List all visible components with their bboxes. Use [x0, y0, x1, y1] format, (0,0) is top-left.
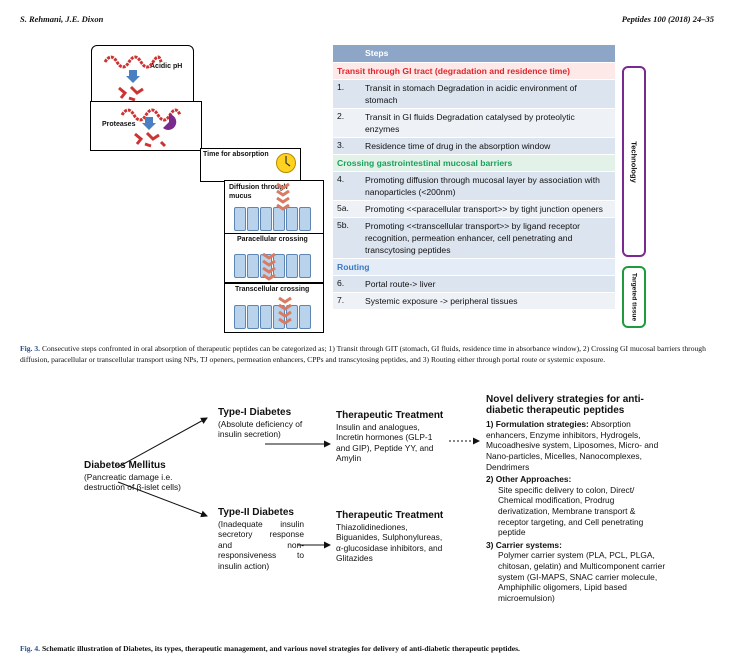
table-row: 2. Transit in GI fluids Degradation catal…: [333, 109, 615, 138]
paracellular-arrow-icon: [262, 252, 276, 281]
step-text: Transit in GI fluids Degradation catalys…: [365, 112, 575, 134]
peptide-chain-icon: [103, 55, 163, 69]
section1-rows: 1. Transit in stomach Degradation in acid…: [333, 80, 615, 155]
fig3-caption-text: Consecutive steps confronted in oral abs…: [20, 344, 706, 364]
epithelial-cells: [234, 207, 311, 231]
strategy-2-head: 2) Other Approaches:: [486, 474, 572, 485]
step-text: Residence time of drug in the absorption…: [365, 141, 551, 151]
section2-rows: 4. Promoting diffusion through mucosal la…: [333, 172, 615, 259]
strategy-2: 2) Other Approaches: Site specific deliv…: [486, 474, 666, 538]
table-row: 7. Systemic exposure -> peripheral tissue…: [333, 293, 615, 310]
type1-title: Type-I Diabetes: [218, 407, 292, 418]
strategy-2-body: Site specific delivery to colon, Direct/…: [498, 484, 644, 538]
strategy-1-body: Absorption enhancers, Enzyme inhibitors,…: [486, 419, 659, 472]
strategy-1: 1) Formulation strategies: Absorption en…: [486, 419, 666, 472]
step-text: Transit in stomach Degradation in acidic…: [365, 83, 577, 105]
step-text: Promoting diffusion through mucosal laye…: [365, 175, 600, 197]
step-number: 2.: [337, 111, 345, 121]
step-number: 3.: [337, 140, 345, 150]
novel-strategies-block: Novel delivery strategies for anti-diabe…: [486, 394, 666, 604]
diffusion-arrow-icon: [276, 182, 290, 211]
table-row: 3. Residence time of drug in the absorpti…: [333, 138, 615, 155]
time-label: Time for absorption: [203, 151, 269, 158]
peptide-chain-icon: [120, 108, 182, 122]
table-row: 5b. Promoting <<transcellular transport>>…: [333, 218, 615, 259]
clock-icon: [276, 153, 296, 173]
section-mucosal-barriers: Crossing gastrointestinal mucosal barrie…: [333, 155, 615, 172]
table-header: Steps: [333, 45, 615, 63]
fig3-caption-label: Fig. 3.: [20, 344, 41, 353]
dm-title: Diabetes Mellitus: [84, 460, 166, 471]
proteases-label: Proteases: [102, 121, 136, 128]
treatment1-block: Therapeutic Treatment Insulin and analog…: [336, 410, 448, 464]
transcellular-label: Transcellular crossing: [235, 286, 310, 293]
table-row: 5a. Promoting <<paracellular transport>> …: [333, 201, 615, 218]
novel-title: Novel delivery strategies for anti-diabe…: [486, 394, 644, 416]
treatment1-desc: Insulin and analogues, Incretin hormones…: [336, 421, 434, 464]
diabetes-mellitus-block: Diabetes Mellitus (Pancreatic damage i.e…: [84, 460, 194, 493]
fig4-caption-text: Schematic illustration of Diabetes, its …: [41, 644, 520, 653]
enzyme-icon: [163, 114, 177, 130]
step-number: 5a.: [337, 203, 349, 213]
section-routing: Routing: [333, 259, 615, 276]
type1-block: Type-I Diabetes (Absolute deficiency of …: [218, 407, 318, 440]
fig4-caption-label: Fig. 4.: [20, 644, 41, 653]
type1-desc: (Absolute deficiency of insulin secretio…: [218, 418, 303, 440]
strategy-3-body: Polymer carrier system (PLA, PCL, PLGA, …: [498, 550, 666, 603]
treatment2-block: Therapeutic Treatment Thiazolidinediones…: [336, 510, 448, 564]
step-number: 6.: [337, 278, 345, 288]
technology-tag: Technology: [622, 66, 646, 257]
strategy-3: 3) Carrier systems: Polymer carrier syst…: [486, 540, 666, 604]
fig3-caption: Fig. 3. Consecutive steps confronted in …: [20, 343, 720, 365]
epithelial-cells: [234, 305, 311, 329]
type2-block: Type-II Diabetes (Inadequate insulin sec…: [218, 507, 304, 572]
table-row: 4. Promoting diffusion through mucosal la…: [333, 172, 615, 201]
step-text: Portal route-> liver: [365, 279, 436, 289]
type2-title: Type-II Diabetes: [218, 507, 294, 518]
arrow-down-icon: [142, 117, 156, 130]
strategy-3-head: 3) Carrier systems:: [486, 539, 562, 550]
fig4-caption: Fig. 4. Schematic illustration of Diabet…: [20, 643, 720, 654]
table-row: 1. Transit in stomach Degradation in acid…: [333, 80, 615, 109]
diffusion-label: Diffusion through mucus: [229, 184, 288, 200]
step-text: Promoting <<paracellular transport>> by …: [365, 204, 603, 214]
section-gi-transit: Transit through GI tract (degradation an…: [333, 63, 615, 80]
step-text: Systemic exposure -> peripheral tissues: [365, 296, 518, 306]
running-header-journal: Peptides 100 (2018) 24–35: [621, 14, 714, 24]
steps-table: Steps Transit through GI tract (degradat…: [333, 45, 615, 310]
treatment1-title: Therapeutic Treatment: [336, 410, 444, 421]
fragment-icon: [118, 85, 144, 102]
step-number: 5b.: [337, 220, 349, 230]
acidic-label: Acidic pH: [150, 63, 183, 70]
treatment2-desc: Thiazolidinediones, Biguanides, Sulphony…: [336, 521, 443, 564]
paracellular-label: Paracellular crossing: [237, 236, 308, 243]
treatment2-title: Therapeutic Treatment: [336, 510, 444, 521]
table-row: 6. Portal route-> liver: [333, 276, 615, 293]
running-header-authors: S. Rehmani, J.E. Dixon: [20, 14, 104, 24]
arrow-down-icon: [126, 70, 140, 83]
fragment-icon: [134, 131, 167, 148]
targeted-tissue-tag: Targeted tissue: [622, 266, 646, 328]
transcellular-arrow-icon: [278, 296, 292, 325]
strategy-1-head: 1) Formulation strategies:: [486, 419, 589, 430]
type2-desc: (Inadequate insulin secretory response a…: [218, 518, 304, 571]
step-number: 4.: [337, 174, 345, 184]
step-text: Promoting <<transcellular transport>> by…: [365, 221, 580, 255]
step-number: 1.: [337, 82, 345, 92]
dm-desc: (Pancreatic damage i.e. destruction of β…: [84, 471, 181, 493]
step-number: 7.: [337, 295, 345, 305]
section3-rows: 6. Portal route-> liver 7. Systemic exposur…: [333, 276, 615, 310]
